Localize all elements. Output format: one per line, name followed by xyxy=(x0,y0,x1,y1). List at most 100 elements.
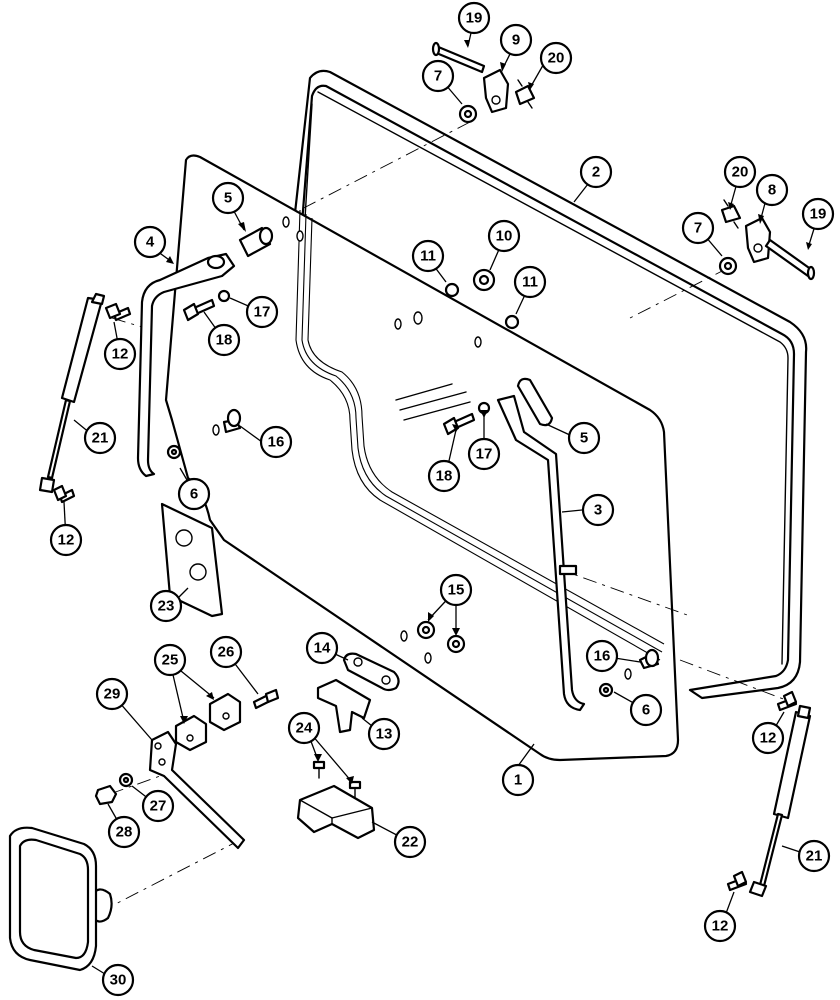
callout-label: 10 xyxy=(496,228,513,245)
link-plate xyxy=(342,652,400,692)
bolt-12-left-lower xyxy=(52,484,76,504)
callout-label: 3 xyxy=(594,502,602,519)
callout-label: 21 xyxy=(806,848,823,865)
callout-label: 12 xyxy=(760,730,777,747)
bolt-18-left xyxy=(182,298,216,322)
callout-label: 7 xyxy=(694,220,702,237)
washer-17-left xyxy=(217,289,231,303)
callout-8: 8 xyxy=(755,173,789,207)
callout-label: 20 xyxy=(548,50,565,67)
leader-arrowheads xyxy=(166,40,812,784)
callout-27: 27 xyxy=(141,789,175,823)
callout-23: 23 xyxy=(149,589,183,623)
catch xyxy=(316,678,372,734)
callout-label: 8 xyxy=(768,182,776,199)
callout-24: 24 xyxy=(287,711,321,745)
washer-27-hole xyxy=(122,776,130,784)
bolt-12-right-lower xyxy=(726,870,748,892)
callout-18-right: 18 xyxy=(427,459,461,493)
callout-3: 3 xyxy=(581,493,615,527)
stud-left xyxy=(222,408,242,434)
hinge-bracket-8 xyxy=(744,216,772,264)
callout-5-upper: 5 xyxy=(211,181,245,215)
callout-4: 4 xyxy=(133,225,167,259)
callout-16-right: 16 xyxy=(585,639,619,673)
callout-5-lower: 5 xyxy=(567,421,601,455)
callout-label: 25 xyxy=(162,652,179,669)
callout-label: 7 xyxy=(434,68,442,85)
washer-top-right-hole xyxy=(723,261,733,271)
bolt-12-right-upper xyxy=(776,690,798,712)
callout-2: 2 xyxy=(579,155,613,189)
callout-21-left: 21 xyxy=(83,421,117,455)
callout-12-left-upper: 12 xyxy=(103,337,137,371)
callout-26: 26 xyxy=(209,635,243,669)
washer-right-hole xyxy=(602,686,610,694)
callout-14: 14 xyxy=(305,631,339,665)
callout-label: 14 xyxy=(314,640,331,657)
callout-29: 29 xyxy=(95,677,129,711)
callout-label: 12 xyxy=(112,346,129,363)
callout-label: 1 xyxy=(514,772,522,789)
screw-24-right xyxy=(348,780,362,799)
striker-block xyxy=(296,784,376,840)
callout-label: 4 xyxy=(146,234,155,251)
callout-17-left: 17 xyxy=(245,295,279,329)
callout-11-right: 11 xyxy=(513,265,547,299)
screw-26 xyxy=(252,688,280,710)
callout-label: 12 xyxy=(712,918,729,935)
nut-28 xyxy=(94,784,118,806)
stud-right xyxy=(638,648,660,670)
callout-22: 22 xyxy=(393,825,427,859)
callout-15: 15 xyxy=(439,573,473,607)
bolt-12-left-upper xyxy=(104,302,132,322)
gas-strut-left xyxy=(38,292,106,494)
callout-label: 28 xyxy=(116,824,133,841)
callout-label: 12 xyxy=(58,532,75,549)
callout-label: 17 xyxy=(254,304,271,321)
callout-13: 13 xyxy=(367,717,401,751)
callout-9: 9 xyxy=(499,23,533,57)
callout-7-right: 7 xyxy=(681,211,715,245)
pin-top xyxy=(431,41,486,74)
callout-label: 27 xyxy=(150,798,167,815)
callout-label: 5 xyxy=(580,430,588,447)
callout-12-right-lower: 12 xyxy=(703,909,737,943)
callout-label: 29 xyxy=(104,686,121,703)
clamp-block-lower xyxy=(174,714,208,752)
callout-label: 21 xyxy=(92,430,109,447)
spring-clip-top xyxy=(514,79,536,109)
callout-label: 13 xyxy=(376,726,393,743)
callout-19-right: 19 xyxy=(801,197,835,231)
washers-15 xyxy=(416,620,466,654)
callout-label: 19 xyxy=(810,206,827,223)
callout-label: 2 xyxy=(592,164,600,181)
hinge-bracket-9 xyxy=(482,68,510,114)
callout-1: 1 xyxy=(501,763,535,797)
gas-strut-right xyxy=(748,704,812,898)
callout-label: 6 xyxy=(190,486,198,503)
callout-label: 24 xyxy=(296,720,313,737)
callout-label: 11 xyxy=(420,248,436,265)
pin-right xyxy=(764,238,816,281)
clamp-block-upper xyxy=(208,692,242,732)
callout-label: 11 xyxy=(522,274,538,291)
callout-label: 6 xyxy=(642,702,650,719)
callout-12-right-upper: 12 xyxy=(751,721,785,755)
screw-24-left xyxy=(312,760,326,779)
callout-6-left: 6 xyxy=(177,477,211,511)
callout-6-right: 6 xyxy=(629,693,663,727)
callout-label: 23 xyxy=(158,598,175,615)
callout-label: 16 xyxy=(268,434,285,451)
glass-washer-left xyxy=(444,282,460,298)
washer-top-left-hole xyxy=(463,109,473,119)
callout-19-top: 19 xyxy=(457,1,491,35)
callout-11-left: 11 xyxy=(411,239,445,273)
callout-label: 20 xyxy=(732,164,749,181)
callout-10: 10 xyxy=(487,219,521,253)
callout-20-top: 20 xyxy=(539,41,573,75)
glass-washer-right xyxy=(504,314,520,330)
glass-nut xyxy=(472,268,496,292)
callout-label: 9 xyxy=(512,32,520,49)
